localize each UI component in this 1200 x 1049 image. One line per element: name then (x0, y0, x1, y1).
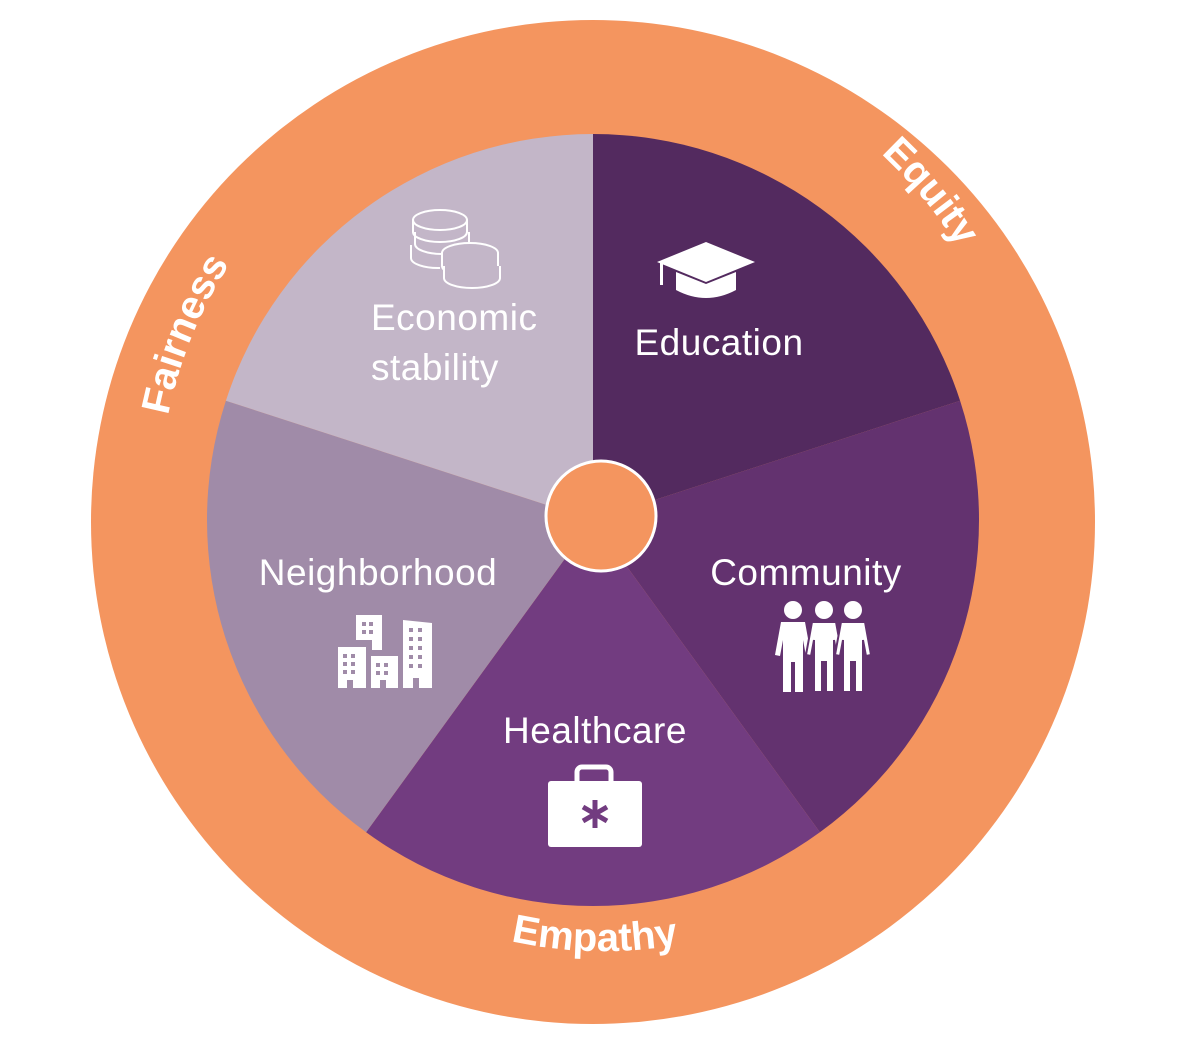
segment-healthcare[interactable] (366, 520, 820, 907)
segment-economic-stability[interactable] (225, 134, 593, 520)
segment-neighborhood[interactable] (206, 400, 593, 833)
segment-label-economic-stability: Economic (371, 297, 537, 338)
coins-icon (409, 209, 501, 289)
segment-label-economic-stability-line2: stability (371, 347, 499, 388)
graduation-cap-icon (657, 242, 755, 298)
center-hub (544, 459, 658, 573)
segment-label-neighborhood: Neighborhood (259, 552, 497, 593)
segment-label-community: Community (710, 552, 902, 593)
segment-label-healthcare: Healthcare (503, 710, 687, 751)
segment-label-education: Education (634, 322, 803, 363)
people-group-icon (775, 601, 873, 693)
segments (206, 134, 980, 907)
buildings-icon (338, 615, 432, 688)
medical-kit-icon (548, 764, 642, 847)
segment-community[interactable] (593, 400, 980, 833)
segment-education[interactable] (593, 134, 961, 520)
